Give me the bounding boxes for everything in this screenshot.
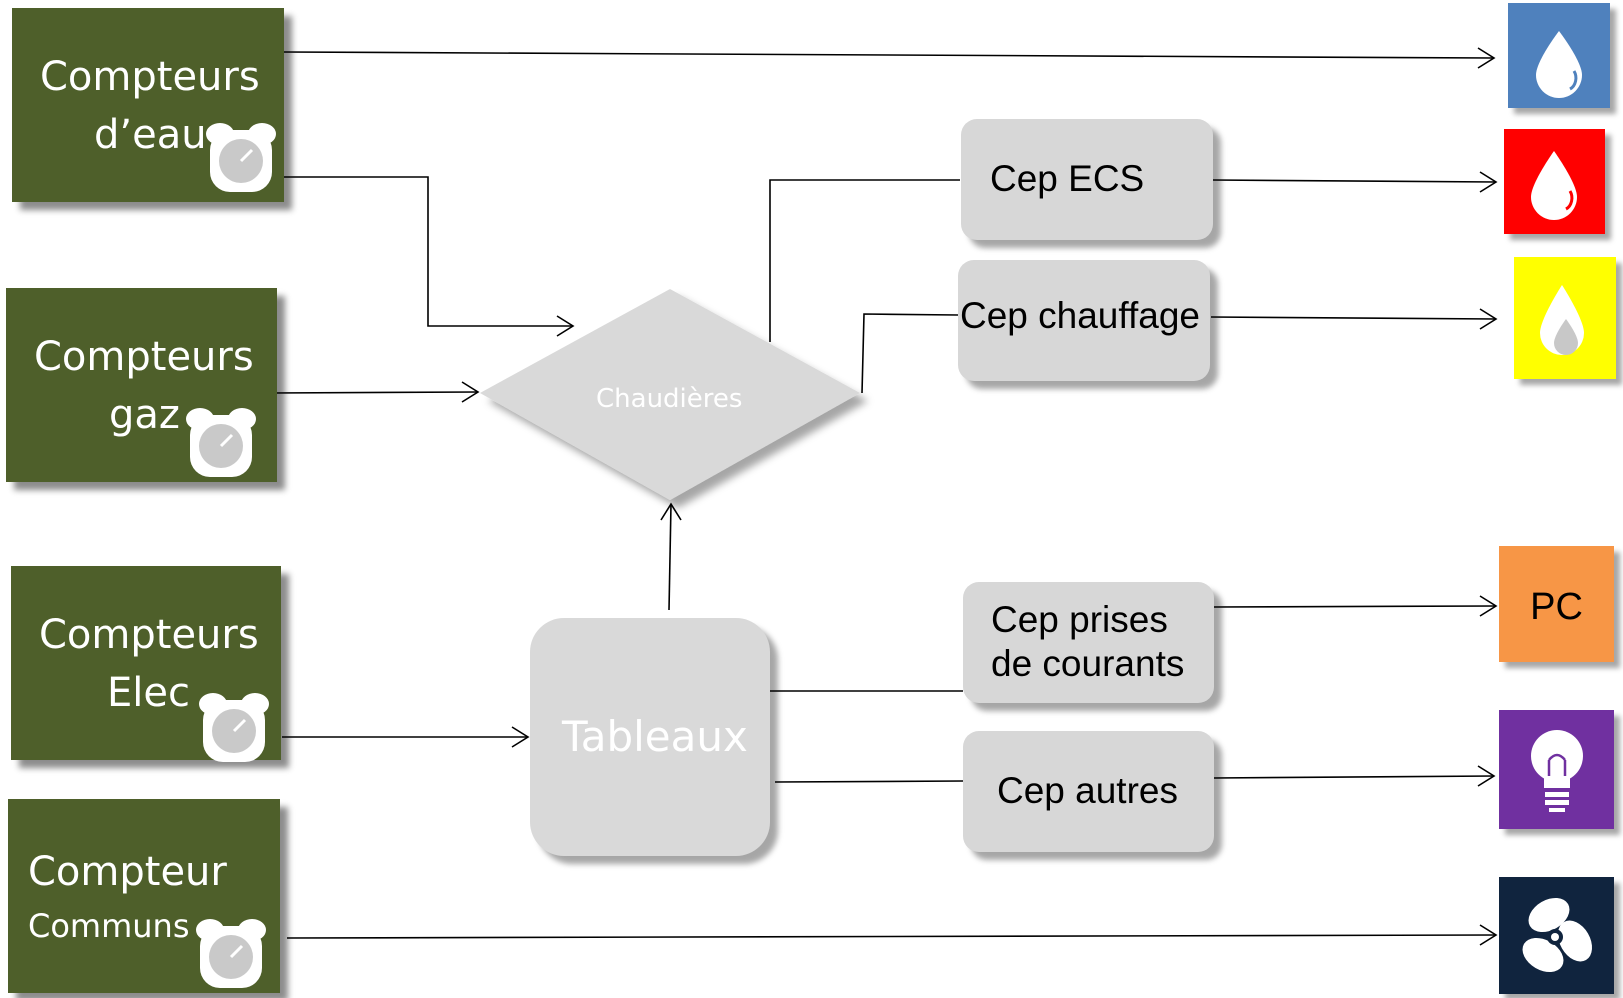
meter-eau: Compteurs d’eau	[12, 8, 284, 202]
arrowhead	[1477, 765, 1496, 787]
pc-label: PC	[1530, 586, 1583, 628]
cep-prises-label-2: de courants	[991, 643, 1185, 684]
tableaux-label: Tableaux	[562, 712, 748, 761]
connector-eau-to-water	[283, 51, 1495, 59]
connector-chaudieres-to-ecs	[769, 179, 960, 342]
connector-tableaux-to-autres	[774, 780, 964, 783]
stopwatch-icon	[184, 403, 258, 483]
cep-chauffage: Cep chauffage	[958, 260, 1210, 381]
pc-output: PC	[1499, 546, 1614, 662]
arrowhead	[1479, 308, 1498, 330]
arrowhead	[1479, 171, 1498, 193]
meter-eau-subtitle: d’eau	[94, 112, 207, 158]
cep-autres-label: Cep autres	[997, 770, 1178, 811]
connector-chaudieres-to-chauffage	[861, 313, 959, 394]
arrowhead	[660, 502, 682, 521]
meter-communs-subtitle: Communs	[28, 907, 190, 945]
connector-communs-to-fan	[286, 934, 1497, 939]
tableaux-box: Tableaux	[530, 618, 770, 856]
connector-ecs-to-hot-water	[1212, 179, 1497, 183]
meter-communs-title: Compteur	[28, 849, 227, 895]
connector-gaz-to-chaudieres	[270, 391, 479, 394]
arrowhead	[1477, 47, 1496, 69]
arrowhead	[1479, 595, 1498, 617]
cep-autres: Cep autres	[963, 731, 1214, 852]
fan-icon	[1499, 877, 1614, 994]
connector-chauffage-to-heating	[1210, 316, 1497, 320]
arrowhead	[1479, 924, 1498, 946]
chaudieres-diamond	[480, 289, 860, 500]
cep-prises-label-1: Cep prises	[991, 599, 1168, 640]
cep-ecs: Cep ECS	[961, 119, 1213, 240]
cep-chauffage-label: Cep chauffage	[960, 295, 1201, 336]
arrowhead	[511, 726, 530, 748]
arrowhead	[556, 315, 575, 337]
light-bulb-icon	[1499, 710, 1614, 829]
hot-water-drop-icon	[1504, 129, 1605, 234]
chaudieres-label: Chaudières	[596, 384, 743, 414]
stopwatch-icon	[204, 118, 278, 198]
connector-prises-to-pc	[1213, 605, 1497, 608]
meter-elec-subtitle: Elec	[107, 670, 190, 716]
connector-tableaux-to-chaudieres	[668, 503, 672, 611]
arrowhead	[461, 381, 480, 403]
cep-prises: Cep prises de courants	[963, 582, 1214, 703]
meter-eau-title: Compteurs	[40, 54, 260, 100]
heating-drop-icon	[1514, 257, 1616, 379]
meter-gaz-title: Compteurs	[34, 334, 254, 380]
stopwatch-icon	[194, 914, 268, 994]
meter-gaz-subtitle: gaz	[109, 392, 180, 438]
connector-autres-to-bulb	[1213, 775, 1495, 779]
water-drop-icon	[1508, 3, 1610, 108]
meter-elec-title: Compteurs	[39, 612, 259, 658]
meter-elec: Compteurs Elec	[11, 566, 281, 762]
stopwatch-icon	[197, 688, 271, 768]
meter-gaz: Compteurs gaz	[6, 288, 277, 482]
connector-eau-to-chaudieres	[284, 176, 573, 327]
cep-ecs-label: Cep ECS	[990, 158, 1145, 199]
meter-communs: Compteur Communs	[8, 799, 280, 993]
